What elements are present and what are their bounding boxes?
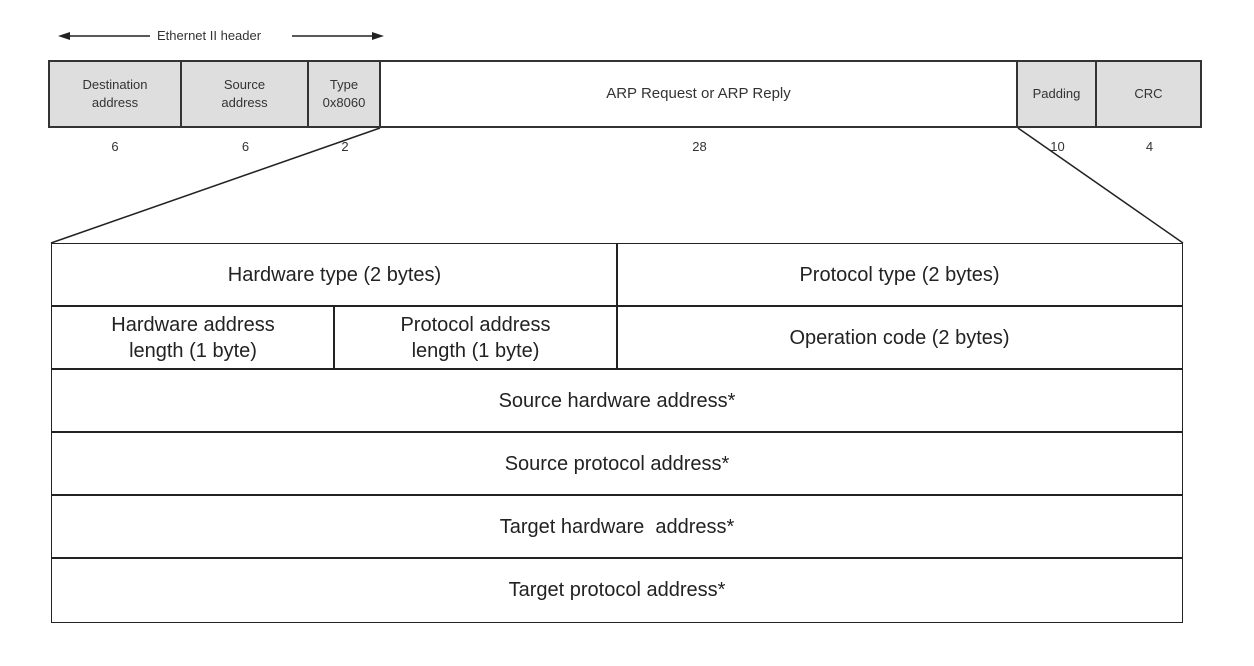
cell-label: Source hardware address*: [498, 389, 736, 412]
frame-field-label: ARP Request or ARP Reply: [606, 85, 791, 102]
frame-size-destination: 6: [111, 139, 119, 154]
frame-arp-payload: ARP Request or ARP Reply: [381, 60, 1018, 128]
frame-field-label: 0x8060: [322, 95, 366, 110]
cell-label: Hardware address: [111, 313, 275, 336]
frame-size-padding: 10: [1050, 139, 1065, 154]
eth-arrow-right-head: [372, 32, 384, 40]
arp-source-protocol-address: Source protocol address*: [51, 431, 1183, 496]
frame-source-address: Source address: [182, 60, 309, 128]
ethernet-header-label: Ethernet II header: [154, 27, 265, 45]
frame-field-label: Padding: [1032, 86, 1081, 101]
arp-hardware-address-length: Hardware address length (1 byte): [51, 305, 335, 370]
frame-type: Type 0x8060: [309, 60, 381, 128]
cell-label: Target hardware address*: [499, 515, 735, 538]
arp-target-hardware-address: Target hardware address*: [51, 494, 1183, 559]
cell-label: Target protocol address*: [508, 579, 726, 601]
zoom-line-left: [50, 127, 381, 244]
frame-size-arp: 28: [692, 139, 707, 154]
ethernet-header-span: Ethernet II header: [58, 27, 384, 45]
frame-field-label: CRC: [1134, 86, 1163, 101]
frame-size-type: 2: [341, 139, 349, 154]
zoom-line-right: [1017, 127, 1184, 244]
frame-size-source: 6: [241, 139, 250, 154]
frame-field-label: Destination: [82, 77, 148, 92]
cell-label: Source protocol address*: [504, 452, 730, 475]
arp-source-hardware-address: Source hardware address*: [51, 368, 1183, 433]
arp-operation-code: Operation code (2 bytes): [616, 305, 1183, 370]
frame-field-label: Source: [223, 77, 266, 92]
frame-crc: CRC: [1097, 60, 1202, 128]
frame-field-label: address: [91, 95, 139, 110]
cell-label: length (1 byte): [129, 339, 257, 362]
arp-protocol-type: Protocol type (2 bytes): [616, 243, 1183, 307]
frame-size-crc: 4: [1145, 139, 1154, 154]
arp-hardware-type: Hardware type (2 bytes): [51, 243, 618, 307]
cell-label: Protocol address: [400, 313, 551, 336]
arp-target-protocol-address: Target protocol address*: [51, 557, 1183, 623]
frame-field-label: Type: [329, 77, 359, 92]
frame-field-label: address: [221, 95, 268, 110]
eth-arrow-left-head: [58, 32, 70, 40]
cell-label: Hardware type (2 bytes): [227, 264, 442, 286]
frame-destination-address: Destination address: [48, 60, 182, 128]
arp-packet-table: Hardware type (2 bytes) Protocol type (2…: [51, 243, 1183, 623]
cell-label: length (1 byte): [411, 339, 540, 362]
cell-label: Operation code (2 bytes): [789, 326, 1010, 349]
frame-padding: Padding: [1018, 60, 1097, 128]
cell-label: Protocol type (2 bytes): [799, 264, 1000, 286]
arp-protocol-address-length: Protocol address length (1 byte): [333, 305, 618, 370]
